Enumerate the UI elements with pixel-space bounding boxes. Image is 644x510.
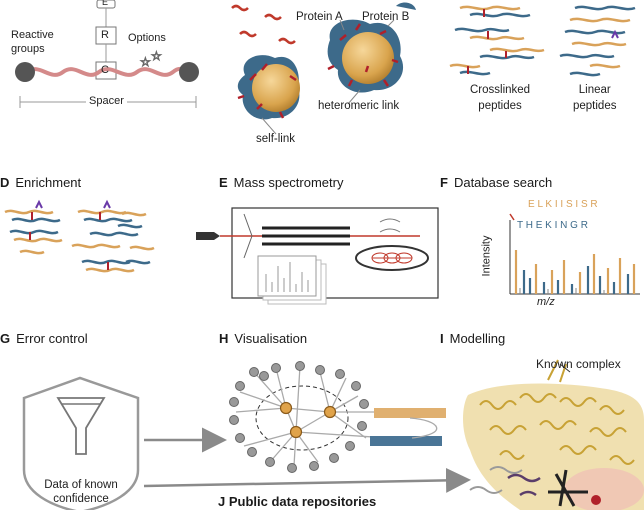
reactive-groups-label: Reactive groups [11, 29, 54, 55]
network-visualisation [229, 361, 446, 473]
shield-text: Data of known confidence [44, 479, 118, 505]
linear-peptides-label: Linear peptides [573, 84, 617, 112]
annotated-spectrum [509, 213, 640, 295]
box-c-label: C [101, 64, 109, 76]
structure-model [463, 359, 644, 510]
protein-bar-orange [374, 408, 446, 418]
peptide-sequence-bottom: T H E K I N G R [517, 220, 588, 231]
panel-j-title: J Public data repositories [218, 494, 377, 509]
mass-spectrometer-diagram [196, 207, 439, 305]
box-r-label: R [101, 29, 109, 41]
svg-text:☆: ☆ [140, 55, 151, 69]
options-label: Options [128, 32, 166, 44]
mz-axis-label: m/z [537, 296, 555, 308]
protein-b-label: Protein B [362, 11, 410, 23]
intensity-axis-label: Intensity [480, 235, 493, 277]
reactive-group-right [179, 62, 199, 82]
funnel-icon [56, 397, 106, 455]
svg-text:☆: ☆ [151, 49, 162, 63]
self-link-label: self-link [256, 133, 295, 145]
crosslinked-peptides-label: Crosslinked peptides [470, 84, 531, 112]
reactive-group-left [15, 62, 35, 82]
peptide-sequence-top: E L K I I S I S R [528, 199, 598, 210]
crosslinker-diagram: ☆ ☆ [15, 0, 199, 108]
protein-crosslink-diagram [231, 2, 416, 135]
enrichment-diagram [4, 199, 155, 273]
known-complex-label: Known complex [536, 357, 621, 371]
protein-a-label: Protein A [296, 11, 343, 23]
box-e-label: E [102, 0, 109, 7]
spacer-label: Spacer [86, 95, 127, 107]
arrow-j-to-i [143, 467, 471, 493]
error-control-shield [22, 376, 140, 510]
peptides-diagram [449, 5, 636, 77]
heteromeric-link-label: heteromeric link [318, 100, 400, 112]
protein-bar-blue [370, 436, 442, 446]
